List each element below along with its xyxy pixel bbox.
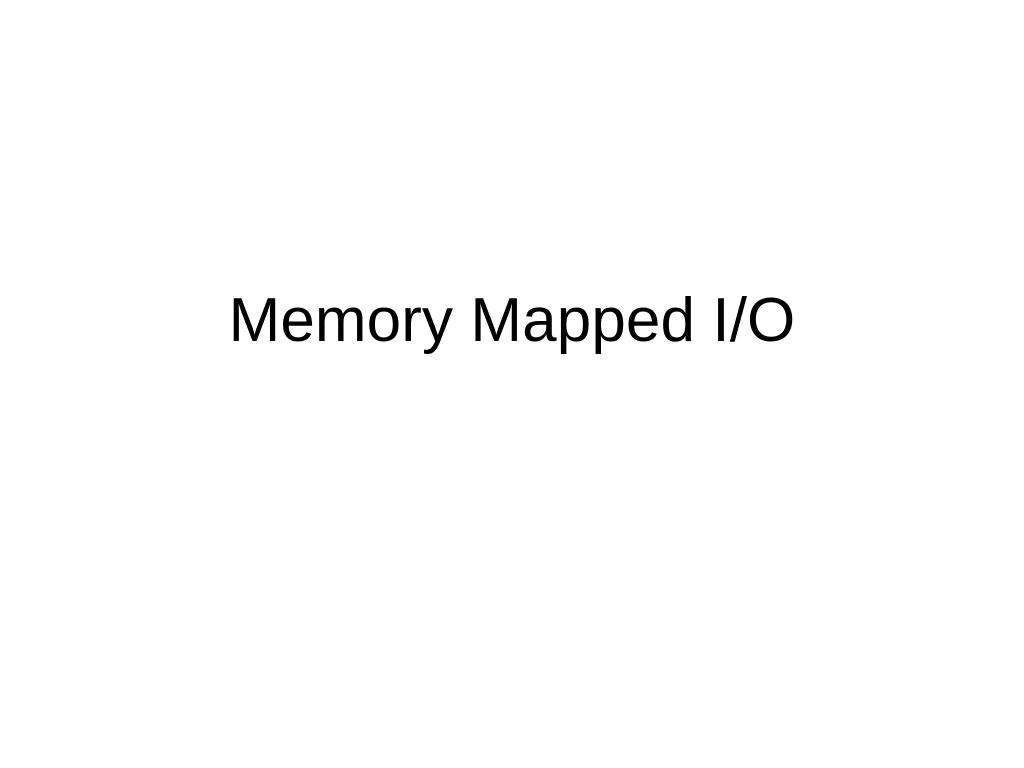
title-placeholder[interactable]: Memory Mapped I/O — [96, 248, 928, 393]
slide-title: Memory Mapped I/O — [228, 285, 796, 355]
